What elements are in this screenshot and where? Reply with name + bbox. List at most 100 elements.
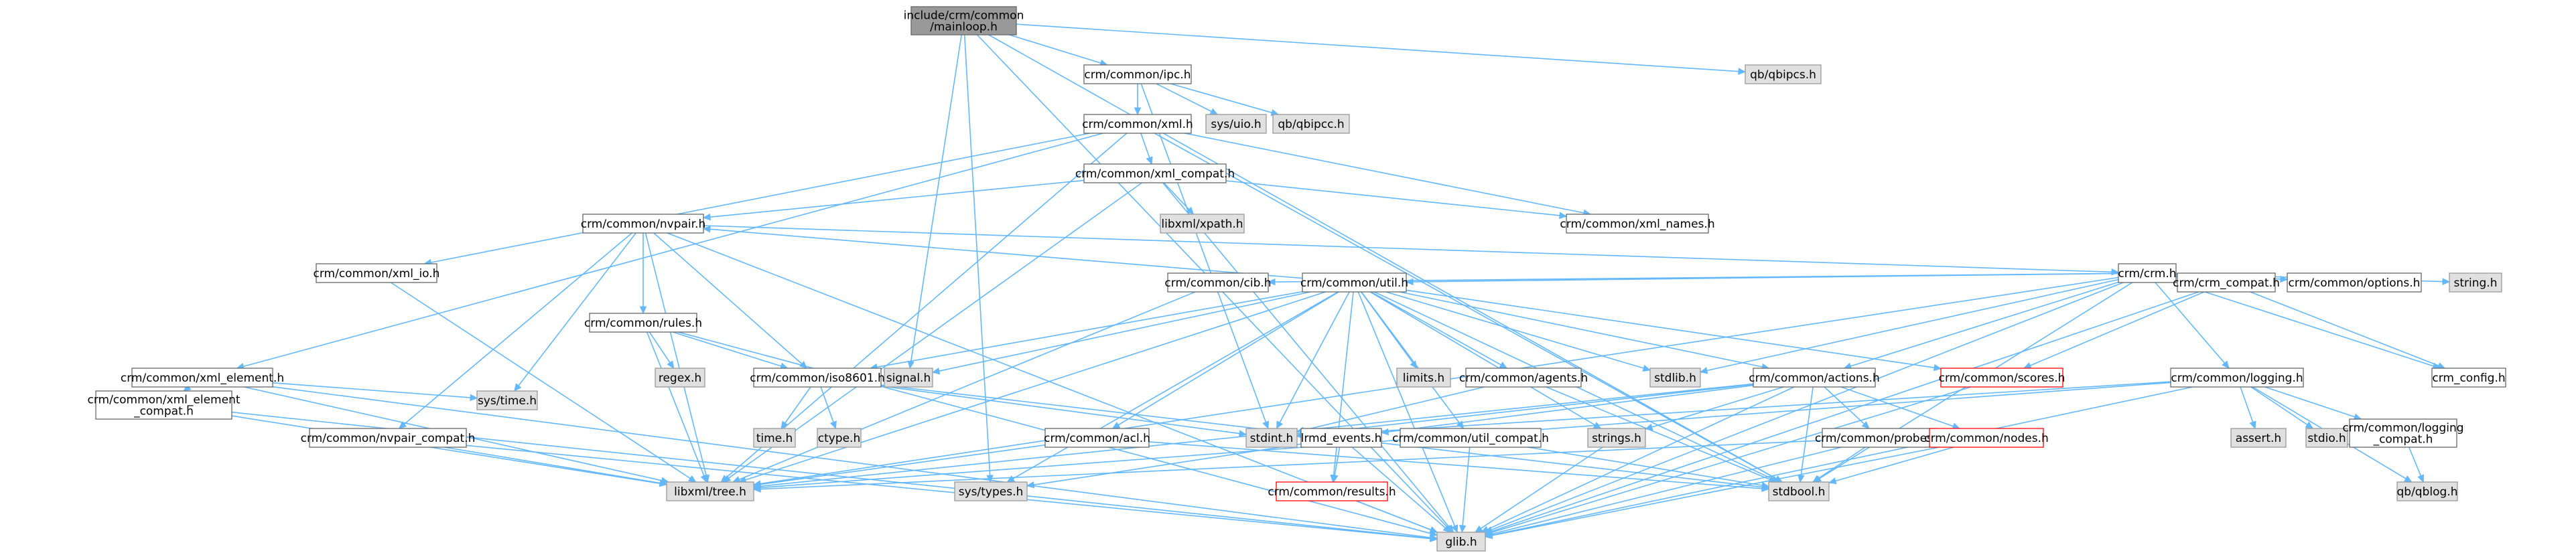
node-assert[interactable]: assert.h xyxy=(2230,428,2287,448)
node-xml-compat[interactable]: crm/common/xml_compat.h xyxy=(1075,163,1235,183)
node-probes[interactable]: crm/common/probes.h xyxy=(1815,428,1944,448)
edge-lrmd_events-to-results xyxy=(1331,447,1341,483)
edge-line xyxy=(1818,447,1866,479)
node-regex[interactable]: regex.h xyxy=(655,368,705,388)
node-iso8601[interactable]: crm/common/iso8601.h xyxy=(750,368,885,388)
node-glib[interactable]: glib.h xyxy=(1436,532,1486,552)
node-nvpair-compat[interactable]: crm/common/nvpair_compat.h xyxy=(301,428,476,448)
node-label: crm/common/nvpair_compat.h xyxy=(301,432,476,445)
edge-arrowhead xyxy=(1459,525,1467,534)
node-time[interactable]: time.h xyxy=(753,428,796,448)
node-qbipcs[interactable]: qb/qbipcs.h xyxy=(1745,64,1822,84)
node-crm-config[interactable]: crm_config.h xyxy=(2431,368,2506,388)
node-xpath[interactable]: libxml/xpath.h xyxy=(1160,214,1245,234)
node-cib[interactable]: crm/common/cib.h xyxy=(1164,272,1272,293)
node-ipc[interactable]: crm/common/ipc.h xyxy=(1083,64,1192,84)
node-util-compat[interactable]: crm/common/util_compat.h xyxy=(1392,428,1549,448)
node-stdint[interactable]: stdint.h xyxy=(1245,428,1298,448)
node-box xyxy=(2305,428,2348,448)
edge-mainloop-to-stdbool xyxy=(988,34,1783,483)
node-box xyxy=(1167,272,1269,293)
node-stdio[interactable]: stdio.h xyxy=(2305,428,2348,448)
node-xml-names[interactable]: crm/common/xml_names.h xyxy=(1560,214,1715,234)
node-label: time.h xyxy=(756,432,793,445)
node-uio[interactable]: sys/uio.h xyxy=(1205,114,1267,134)
edge-arrowhead xyxy=(1026,481,1035,489)
edge-rules-to-regex xyxy=(649,331,675,370)
node-options[interactable]: crm/common/options.h xyxy=(2287,272,2422,293)
edge-util-to-systypes xyxy=(1006,291,1339,483)
edge-crm-to-crm_config xyxy=(2175,282,2441,370)
edge-arrowhead xyxy=(1861,420,1870,429)
node-actions[interactable]: crm/common/actions.h xyxy=(1749,368,1880,388)
node-label: crm/common/logging xyxy=(2342,422,2463,435)
node-label: crm/common/nodes.h xyxy=(1924,432,2049,445)
edge-nodes-to-stdbool xyxy=(1828,447,1954,485)
node-xml-element-compat[interactable]: crm/common/xml_element_compat.h xyxy=(87,390,241,420)
node-stdbool[interactable]: stdbool.h xyxy=(1768,481,1830,501)
node-limits[interactable]: limits.h xyxy=(1396,368,1451,388)
node-label: qb/qblog.h xyxy=(2397,485,2458,499)
edge-line xyxy=(673,331,782,367)
node-xml-element[interactable]: crm/common/xml_element.h xyxy=(121,368,284,388)
edge-line xyxy=(1355,500,1431,531)
node-box xyxy=(1400,428,1542,448)
edge-line xyxy=(2264,386,2356,418)
edge-line xyxy=(1840,386,1954,427)
node-tree[interactable]: libxml/tree.h xyxy=(666,481,754,501)
edge-line xyxy=(703,225,2112,273)
edge-line xyxy=(649,331,671,364)
edge-arrowhead xyxy=(2305,421,2314,429)
node-qbipcc[interactable]: qb/qbipcc.h xyxy=(1272,114,1350,134)
edge-arrowhead xyxy=(1442,525,1451,533)
node-xml[interactable]: crm/common/xml.h xyxy=(1082,114,1193,134)
node-stdlib[interactable]: stdlib.h xyxy=(1649,368,1701,388)
edge-xml_element-to-systime xyxy=(272,382,478,402)
edge-probes-to-stdbool xyxy=(1812,447,1866,483)
node-crm-compat[interactable]: crm/crm_compat.h xyxy=(2173,272,2280,293)
edge-arrowhead xyxy=(1761,481,1770,489)
node-label: crm/common/scores.h xyxy=(1939,372,2065,385)
node-scores[interactable]: crm/common/scores.h xyxy=(1939,368,2065,388)
node-label: regex.h xyxy=(659,372,701,385)
node-logging[interactable]: crm/common/logging.h xyxy=(2170,368,2304,388)
edge-arrowhead xyxy=(1644,423,1653,430)
node-qblog[interactable]: qb/qblog.h xyxy=(2396,481,2458,501)
node-nvpair[interactable]: crm/common/nvpair.h xyxy=(581,214,705,234)
edge-line xyxy=(1163,182,1190,210)
node-acl[interactable]: crm/common/acl.h xyxy=(1044,428,1150,448)
node-strings[interactable]: strings.h xyxy=(1587,428,1646,448)
node-mainloop[interactable]: include/crm/common/mainloop.h xyxy=(904,6,1024,35)
edge-line xyxy=(1412,272,2119,283)
node-agents[interactable]: crm/common/agents.h xyxy=(1459,368,1588,388)
edge-util-to-nvpair xyxy=(702,226,1303,279)
edge-line xyxy=(1162,182,1450,528)
node-rules[interactable]: crm/common/rules.h xyxy=(584,313,702,333)
node-util[interactable]: crm/common/util.h xyxy=(1300,272,1408,293)
edge-line xyxy=(2155,282,2226,364)
edge-line xyxy=(1012,291,1339,479)
edge-line xyxy=(1156,83,1212,112)
edge-line xyxy=(2175,282,2434,367)
node-signal[interactable]: signal.h xyxy=(884,368,933,388)
node-crm[interactable]: crm/crm.h xyxy=(2118,263,2177,283)
node-systime[interactable]: sys/time.h xyxy=(476,390,538,410)
edge-util-to-scores xyxy=(1406,289,1942,372)
node-string[interactable]: string.h xyxy=(2449,272,2502,293)
node-results[interactable]: crm/common/results.h xyxy=(1268,481,1396,501)
node-lrmd-events[interactable]: lrmd_events.h xyxy=(1300,428,1382,448)
edge-util-to-signal xyxy=(931,291,1311,375)
node-systypes[interactable]: sys/types.h xyxy=(954,481,1028,501)
node-ctype[interactable]: ctype.h xyxy=(817,428,862,448)
node-nodes[interactable]: crm/common/nodes.h xyxy=(1924,428,2049,448)
node-logging-compat[interactable]: crm/common/logging_compat.h xyxy=(2342,418,2464,448)
node-label: stdint.h xyxy=(1250,432,1294,445)
edge-line xyxy=(430,133,1090,263)
node-box xyxy=(582,214,704,234)
node-label: include/crm/common xyxy=(904,9,1024,23)
node-label: crm/common/xml_element xyxy=(87,394,240,407)
node-box xyxy=(309,428,467,448)
node-xml-io[interactable]: crm/common/xml_io.h xyxy=(314,263,440,283)
node-box xyxy=(1465,368,1582,388)
node-label: libxml/xpath.h xyxy=(1161,218,1243,231)
